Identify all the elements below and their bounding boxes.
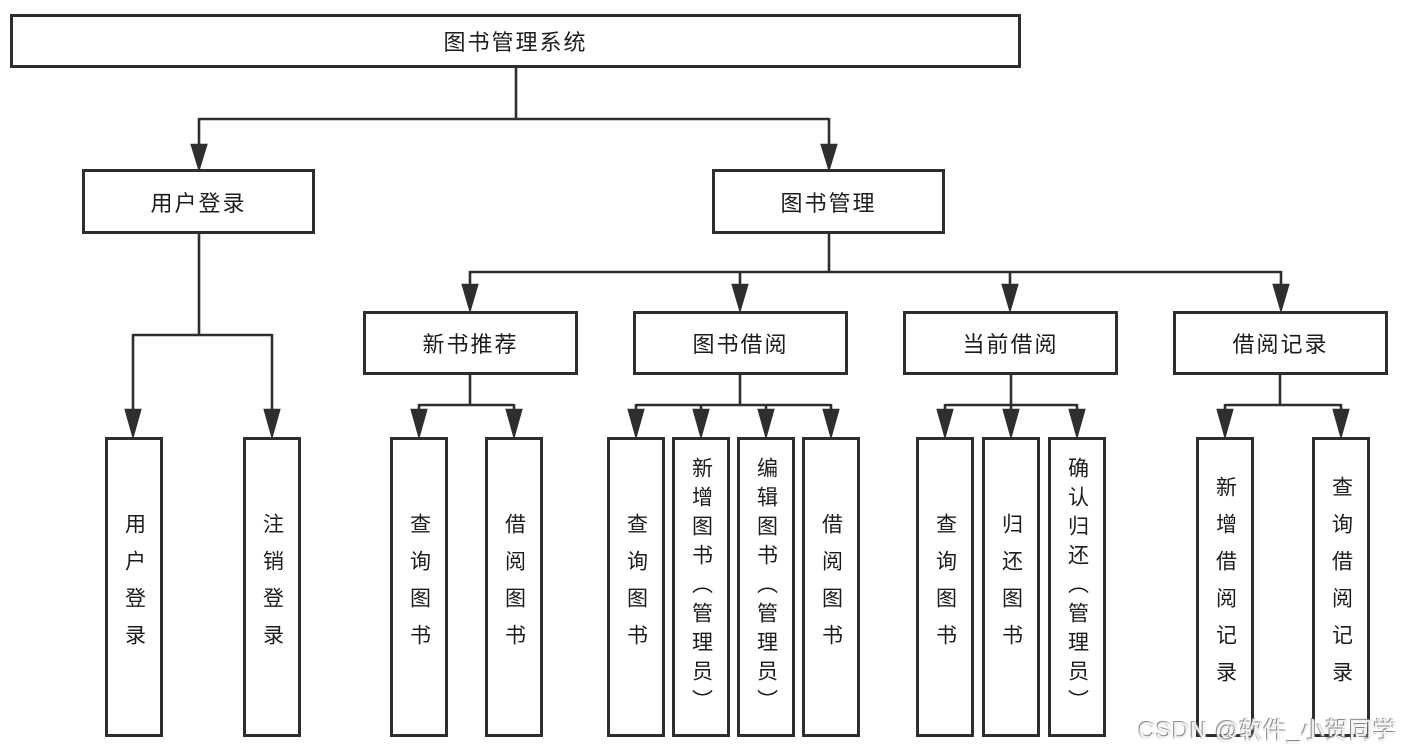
node-label: 用户登录 [122, 513, 146, 661]
leaf-query-books-borrow: 查询图书 [607, 437, 665, 737]
node-current-borrow: 当前借阅 [903, 311, 1118, 375]
node-label: 归还图书 [999, 513, 1023, 661]
leaf-query-borrow-record: 查询借阅记录 [1312, 437, 1370, 737]
node-book-management: 图书管理 [712, 169, 945, 234]
csdn-watermark: CSDN @软件_小贺同学 [1138, 717, 1397, 743]
leaf-borrow-books-recommend: 借阅图书 [485, 437, 543, 737]
node-borrow-records: 借阅记录 [1173, 311, 1388, 375]
node-label: 查询图书 [933, 513, 957, 661]
node-label: 查询图书 [624, 513, 648, 661]
leaf-edit-book-admin: 编辑图书（管理员） [737, 437, 795, 737]
node-label: 借阅图书 [502, 513, 526, 661]
node-label: 借阅记录 [1232, 332, 1329, 357]
leaf-add-borrow-record: 新增借阅记录 [1196, 437, 1254, 737]
node-label: 图书管理 [780, 190, 877, 216]
node-new-book-recommend: 新书推荐 [363, 311, 578, 375]
node-label: 借阅图书 [819, 513, 843, 661]
node-label: 当前借阅 [962, 332, 1059, 357]
node-label: 新增借阅记录 [1213, 476, 1237, 698]
node-label: 用户登录 [150, 190, 247, 216]
leaf-user-login: 用户登录 [105, 437, 163, 737]
node-book-borrow: 图书借阅 [633, 311, 848, 375]
node-library-system: 图书管理系统 [10, 14, 1021, 68]
leaf-return-books: 归还图书 [982, 437, 1040, 737]
leaf-add-book-admin: 新增图书（管理员） [672, 437, 730, 737]
node-label: 确认归还（管理员） [1065, 456, 1089, 718]
node-label: 查询图书 [407, 513, 431, 661]
leaf-borrow-books: 借阅图书 [802, 437, 860, 737]
node-user-login: 用户登录 [82, 169, 315, 234]
node-label: 图书借阅 [692, 332, 789, 357]
node-label: 查询借阅记录 [1329, 476, 1353, 698]
node-label: 注销登录 [260, 513, 284, 661]
node-label: 编辑图书（管理员） [754, 456, 778, 718]
node-label: 新增图书（管理员） [689, 456, 713, 718]
leaf-logout: 注销登录 [243, 437, 301, 737]
leaf-query-books-current: 查询图书 [916, 437, 974, 737]
leaf-confirm-return-admin: 确认归还（管理员） [1048, 437, 1106, 737]
node-label: 图书管理系统 [443, 30, 588, 55]
node-label: 新书推荐 [422, 332, 519, 357]
leaf-query-books-recommend: 查询图书 [390, 437, 448, 737]
